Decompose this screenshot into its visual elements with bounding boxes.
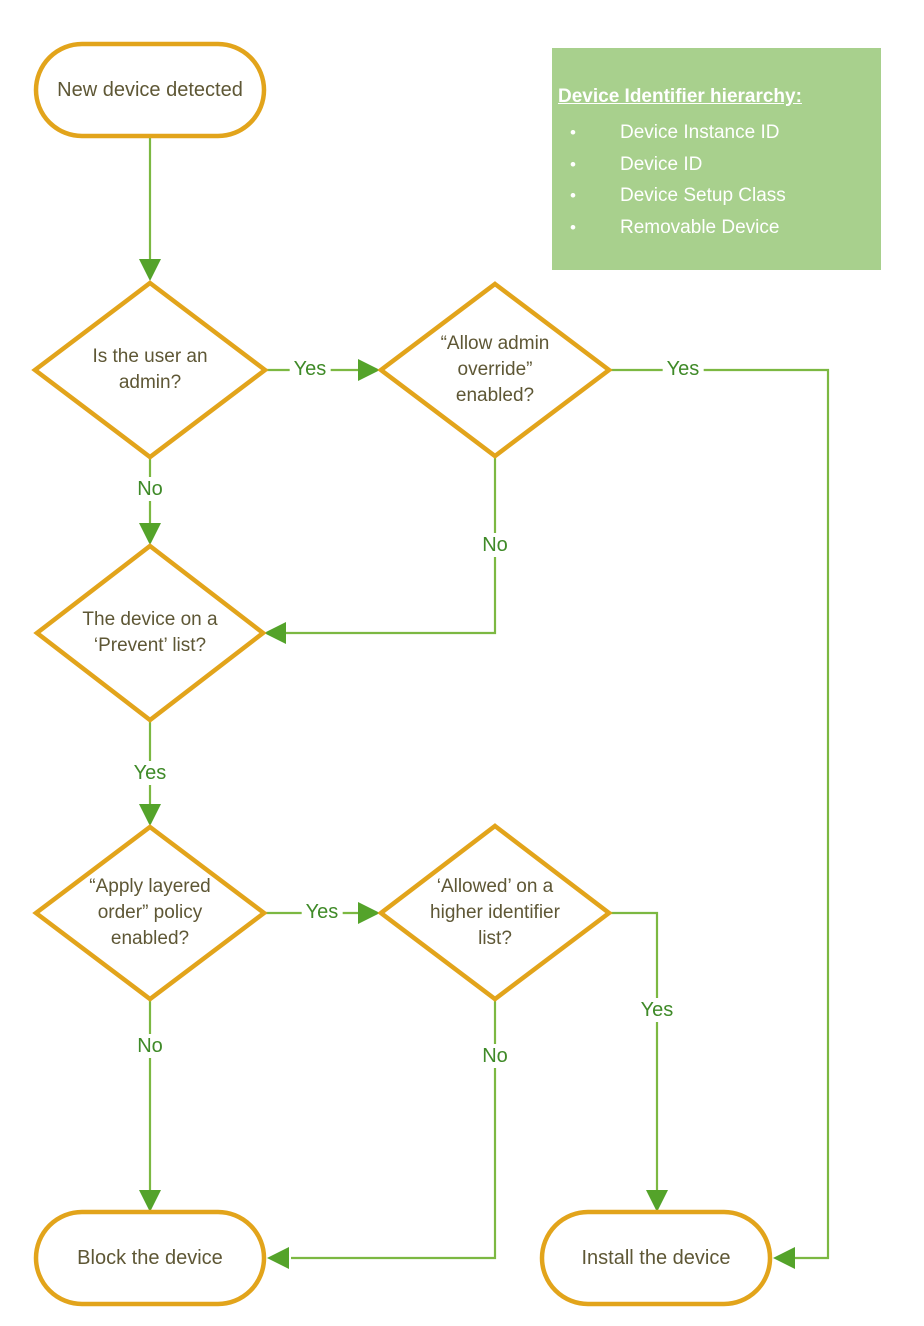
legend-item-label: Removable Device [620,216,780,238]
edge-label-higher-no: No [478,1044,512,1068]
override-decision-line: override” [457,359,533,380]
connector-higher-no-to-block [291,999,497,1260]
layered-decision-line: order” policy [97,902,203,923]
arrowhead-into-prevent-right [264,622,286,644]
layered-decision-line: enabled? [110,928,190,949]
block-node-label: Block the device [77,1247,223,1269]
install-terminator-shape [539,1209,773,1307]
bullet-icon: • [570,154,576,174]
start-node-label: New device detected [57,79,243,101]
edge-label-prevent-yes: Yes [129,761,171,785]
connector-override-no-to-prevent [286,456,497,635]
legend-item: • Device Setup Class [556,180,873,212]
legend-title: Device Identifier hierarchy: [558,86,802,107]
edge-label-override-yes: Yes [662,357,704,381]
higher-decision-line: ‘Allowed’ on a [436,876,554,897]
block-terminator-shape [33,1209,267,1307]
edge-label-admin-yes: Yes [289,357,331,381]
override-decision-line: “Allow admin [440,333,550,354]
override-decision-label: “Allow admin override” enabled? [400,331,590,409]
layered-decision-shape [32,824,268,1002]
legend-item-label: Device ID [620,153,703,175]
arrowhead-into-install-right [773,1247,795,1269]
prevent-decision-line: ‘Prevent’ list? [93,635,207,656]
bullet-icon: • [570,123,576,142]
admin-decision-shape [31,280,269,460]
arrowhead-into-override-left [358,359,380,381]
device-identifier-hierarchy-legend: Device Identifier hierarchy: • Device In… [552,48,881,270]
higher-decision-shape [377,823,613,1002]
prevent-decision-line: The device on a [82,609,218,630]
arrowhead-into-block-top [139,1190,161,1212]
legend-item: • Removable Device [556,212,873,244]
arrowhead-into-layered-top [139,804,161,826]
admin-decision-line: Is the user an [92,346,208,367]
arrowhead-into-higher-left [358,902,380,924]
install-node-label: Install the device [581,1247,731,1269]
higher-decision-line: higher identifier [430,902,560,923]
layered-decision-line: “Apply layered [89,876,211,897]
prevent-decision-shape [33,543,267,723]
arrowhead-into-install-top [646,1190,668,1212]
edge-label-layered-yes: Yes [301,900,343,924]
prevent-decision-label: The device on a ‘Prevent’ list? [50,607,250,659]
admin-decision-label: Is the user an admin? [55,344,245,396]
edge-label-admin-no: No [133,477,167,501]
layered-decision-label: “Apply layered order” policy enabled? [55,874,245,952]
arrowhead-into-prevent-top [139,523,161,545]
bullet-icon: • [570,186,576,205]
admin-decision-line: admin? [118,372,182,393]
legend-item: • Device Instance ID [556,117,873,149]
legend-item: • Device ID [556,149,873,181]
start-terminator-shape [33,41,267,139]
higher-decision-line: list? [478,928,512,949]
edge-label-layered-no: No [133,1034,167,1058]
higher-decision-label: ‘Allowed’ on a higher identifier list? [395,874,595,952]
connector-override-yes-to-install [609,368,830,1260]
override-decision-line: enabled? [455,385,535,406]
bullet-icon: • [570,217,576,237]
legend-item-label: Device Setup Class [620,185,786,206]
edge-label-override-no: No [478,533,512,557]
arrowhead-into-block-right [267,1247,289,1269]
override-decision-shape [377,281,613,459]
legend-item-label: Device Instance ID [620,122,780,143]
connector-higher-yes-to-install [609,911,659,1192]
edge-label-higher-yes: Yes [636,998,678,1022]
arrowhead-into-admin-top [139,259,161,281]
